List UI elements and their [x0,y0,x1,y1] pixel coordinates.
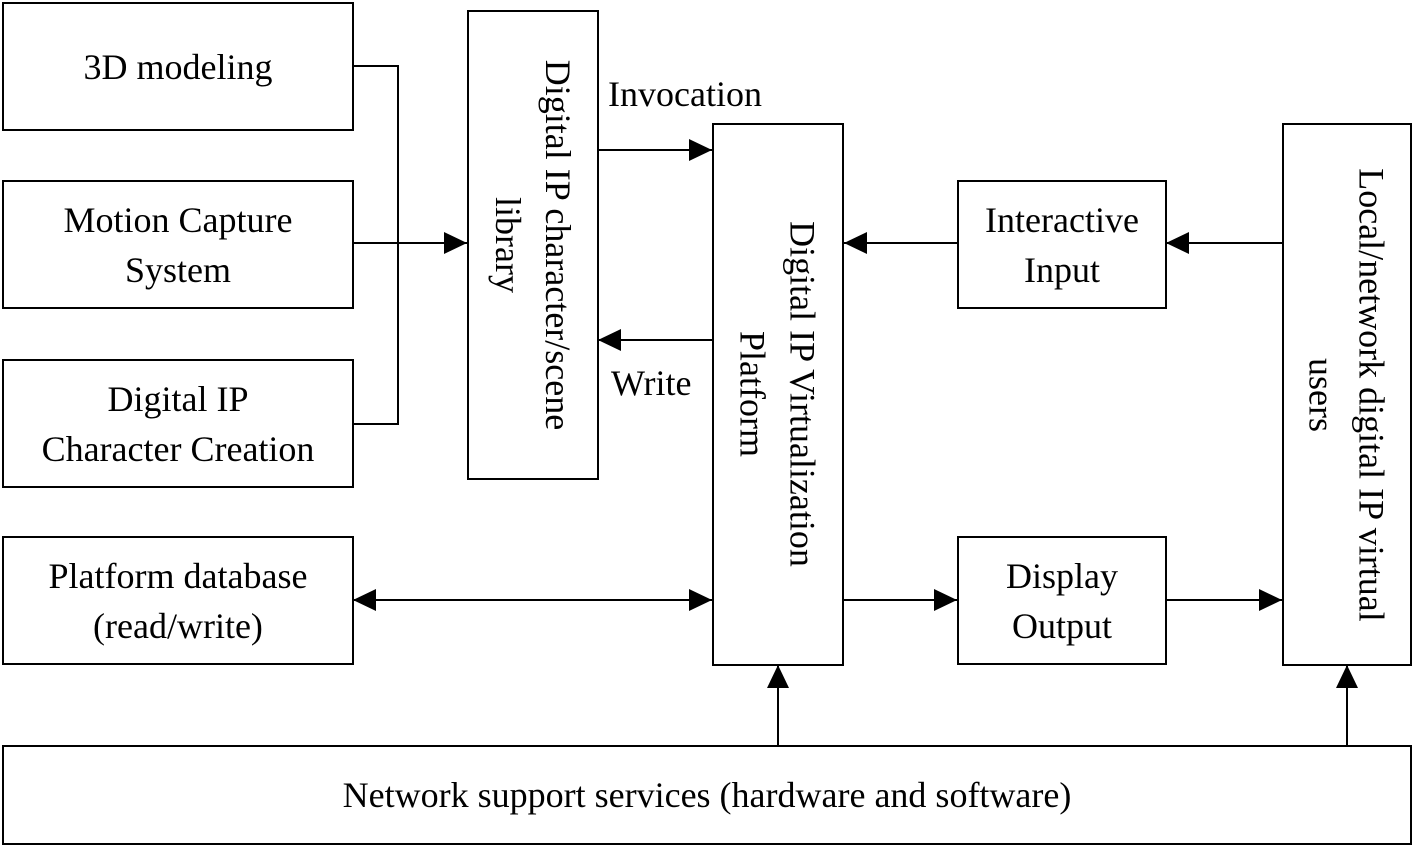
node-display-output [957,536,1167,665]
edge-label-invocation: Invocation [608,74,762,114]
node-library [467,10,599,480]
edge-label-write: Write [611,363,692,403]
node-motion-capture [2,180,354,309]
node-interactive-input [957,180,1167,309]
node-network-services-label: Network support services (hardware and s… [342,775,1072,815]
node-users [1282,123,1412,666]
node-platform-database [2,536,354,665]
node-library-label: Digital IP character/scene library [488,59,578,431]
node-platform-database-label: Platform database (read/write) [48,555,308,646]
node-platform [712,123,844,666]
node-platform-label: Digital IP Virtualization Platform [732,221,823,567]
node-motion-capture-label: Motion Capture System [63,199,293,290]
node-3d-modeling-label: 3D modeling [83,46,273,87]
node-display-output-label: Display Output [1006,555,1118,646]
node-interactive-input-label: Interactive Input [985,199,1139,290]
node-character-creation-label: Digital IP Character Creation [41,378,315,469]
node-network-services [2,745,1412,845]
node-3d-modeling [2,2,354,131]
source-bracket-line [353,65,399,425]
node-users-label: Local/network digital IP virtual users [1301,168,1392,622]
node-character-creation [2,359,354,488]
